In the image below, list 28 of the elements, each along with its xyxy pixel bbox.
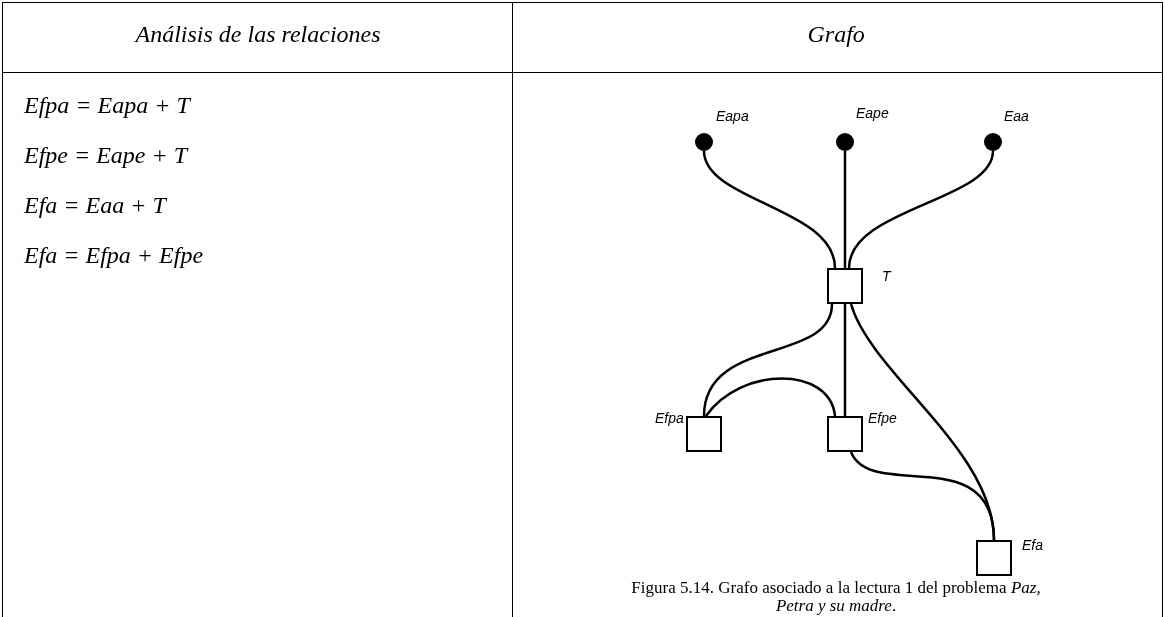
node-box — [827, 416, 863, 452]
equation: Efa = Efpa + Efpe — [24, 242, 204, 269]
connector-line — [843, 304, 847, 416]
node-label: Efpa — [655, 410, 684, 426]
column-header: Grafo — [807, 21, 865, 48]
equation: Efpe = Eape + T — [24, 142, 188, 169]
node-label: Efa — [1022, 537, 1043, 553]
node-label: Eape — [856, 105, 889, 121]
node-dot — [836, 133, 854, 151]
connector-line — [843, 151, 847, 268]
node-box — [827, 268, 863, 304]
column-header: Análisis de las relaciones — [135, 21, 381, 48]
node-dot — [984, 133, 1002, 151]
equation: Efa = Eaa + T — [24, 192, 166, 219]
node-box — [976, 540, 1012, 576]
connector-line — [702, 303, 834, 417]
node-label: T — [882, 268, 891, 284]
connector-line — [847, 150, 995, 269]
node-box — [686, 416, 722, 452]
equation: Efpa = Eapa + T — [24, 92, 190, 119]
connector-line — [702, 150, 837, 269]
node-label: Efpe — [868, 410, 897, 426]
figure-caption: Figura 5.14. Grafo asociado a la lectura 1 del problema Paz, Petra y su madre. — [630, 579, 1042, 615]
connector-line — [705, 377, 837, 417]
node-label: Eapa — [716, 108, 749, 124]
connector-line — [849, 451, 996, 541]
node-label: Eaa — [1004, 108, 1029, 124]
node-dot — [695, 133, 713, 151]
